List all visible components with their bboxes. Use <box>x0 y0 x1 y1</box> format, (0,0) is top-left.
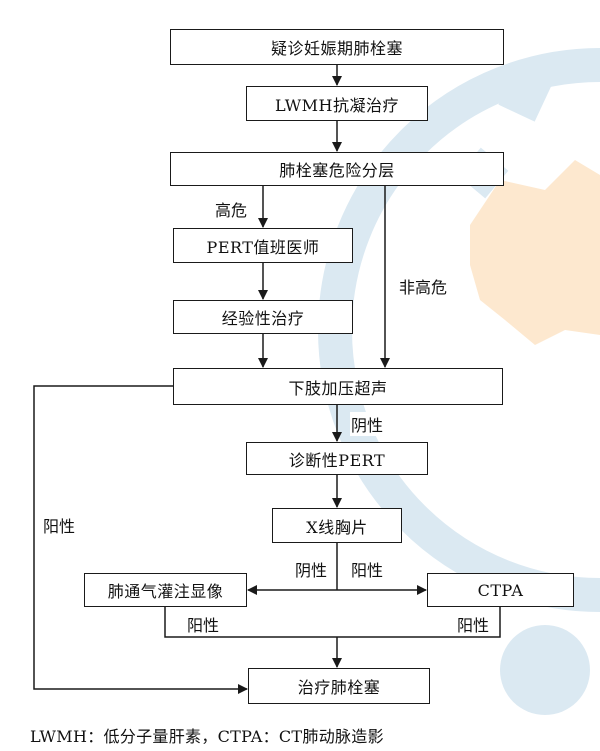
node-empiric-treatment: 经验性治疗 <box>173 300 353 334</box>
figure-caption: LWMH：低分子量肝素，CTPA：CT肺动脉造影 <box>30 727 384 746</box>
node-lwmh-therapy: LWMH抗凝治疗 <box>246 86 428 121</box>
label-non-high-risk: 非高危 <box>398 274 449 298</box>
node-chest-xray: X线胸片 <box>272 508 402 543</box>
node-suspected-pe: 疑诊妊娠期肺栓塞 <box>170 29 504 65</box>
node-risk-stratification: 肺栓塞危险分层 <box>170 152 504 186</box>
label-cxr-positive: 阳性 <box>350 557 385 581</box>
label-vq-positive: 阳性 <box>186 612 221 636</box>
label-us-negative: 阴性 <box>350 412 385 436</box>
node-leg-ultrasound: 下肢加压超声 <box>173 368 503 405</box>
node-vq-scan: 肺通气灌注显像 <box>84 573 247 607</box>
label-high-risk: 高危 <box>214 197 249 221</box>
label-ctpa-positive: 阳性 <box>456 612 491 636</box>
arrow-us-positive-to-treat <box>33 385 248 694</box>
label-cxr-negative: 阴性 <box>294 557 329 581</box>
line-ctpa-positive <box>337 607 501 638</box>
node-diagnostic-pert: 诊断性PERT <box>246 442 428 475</box>
node-ctpa: CTPA <box>427 573 574 607</box>
line-vq-positive <box>164 607 337 638</box>
node-treat-pe: 治疗肺栓塞 <box>248 668 430 704</box>
label-us-positive: 阳性 <box>42 513 77 537</box>
node-pert-doctor: PERT值班医师 <box>173 228 353 263</box>
